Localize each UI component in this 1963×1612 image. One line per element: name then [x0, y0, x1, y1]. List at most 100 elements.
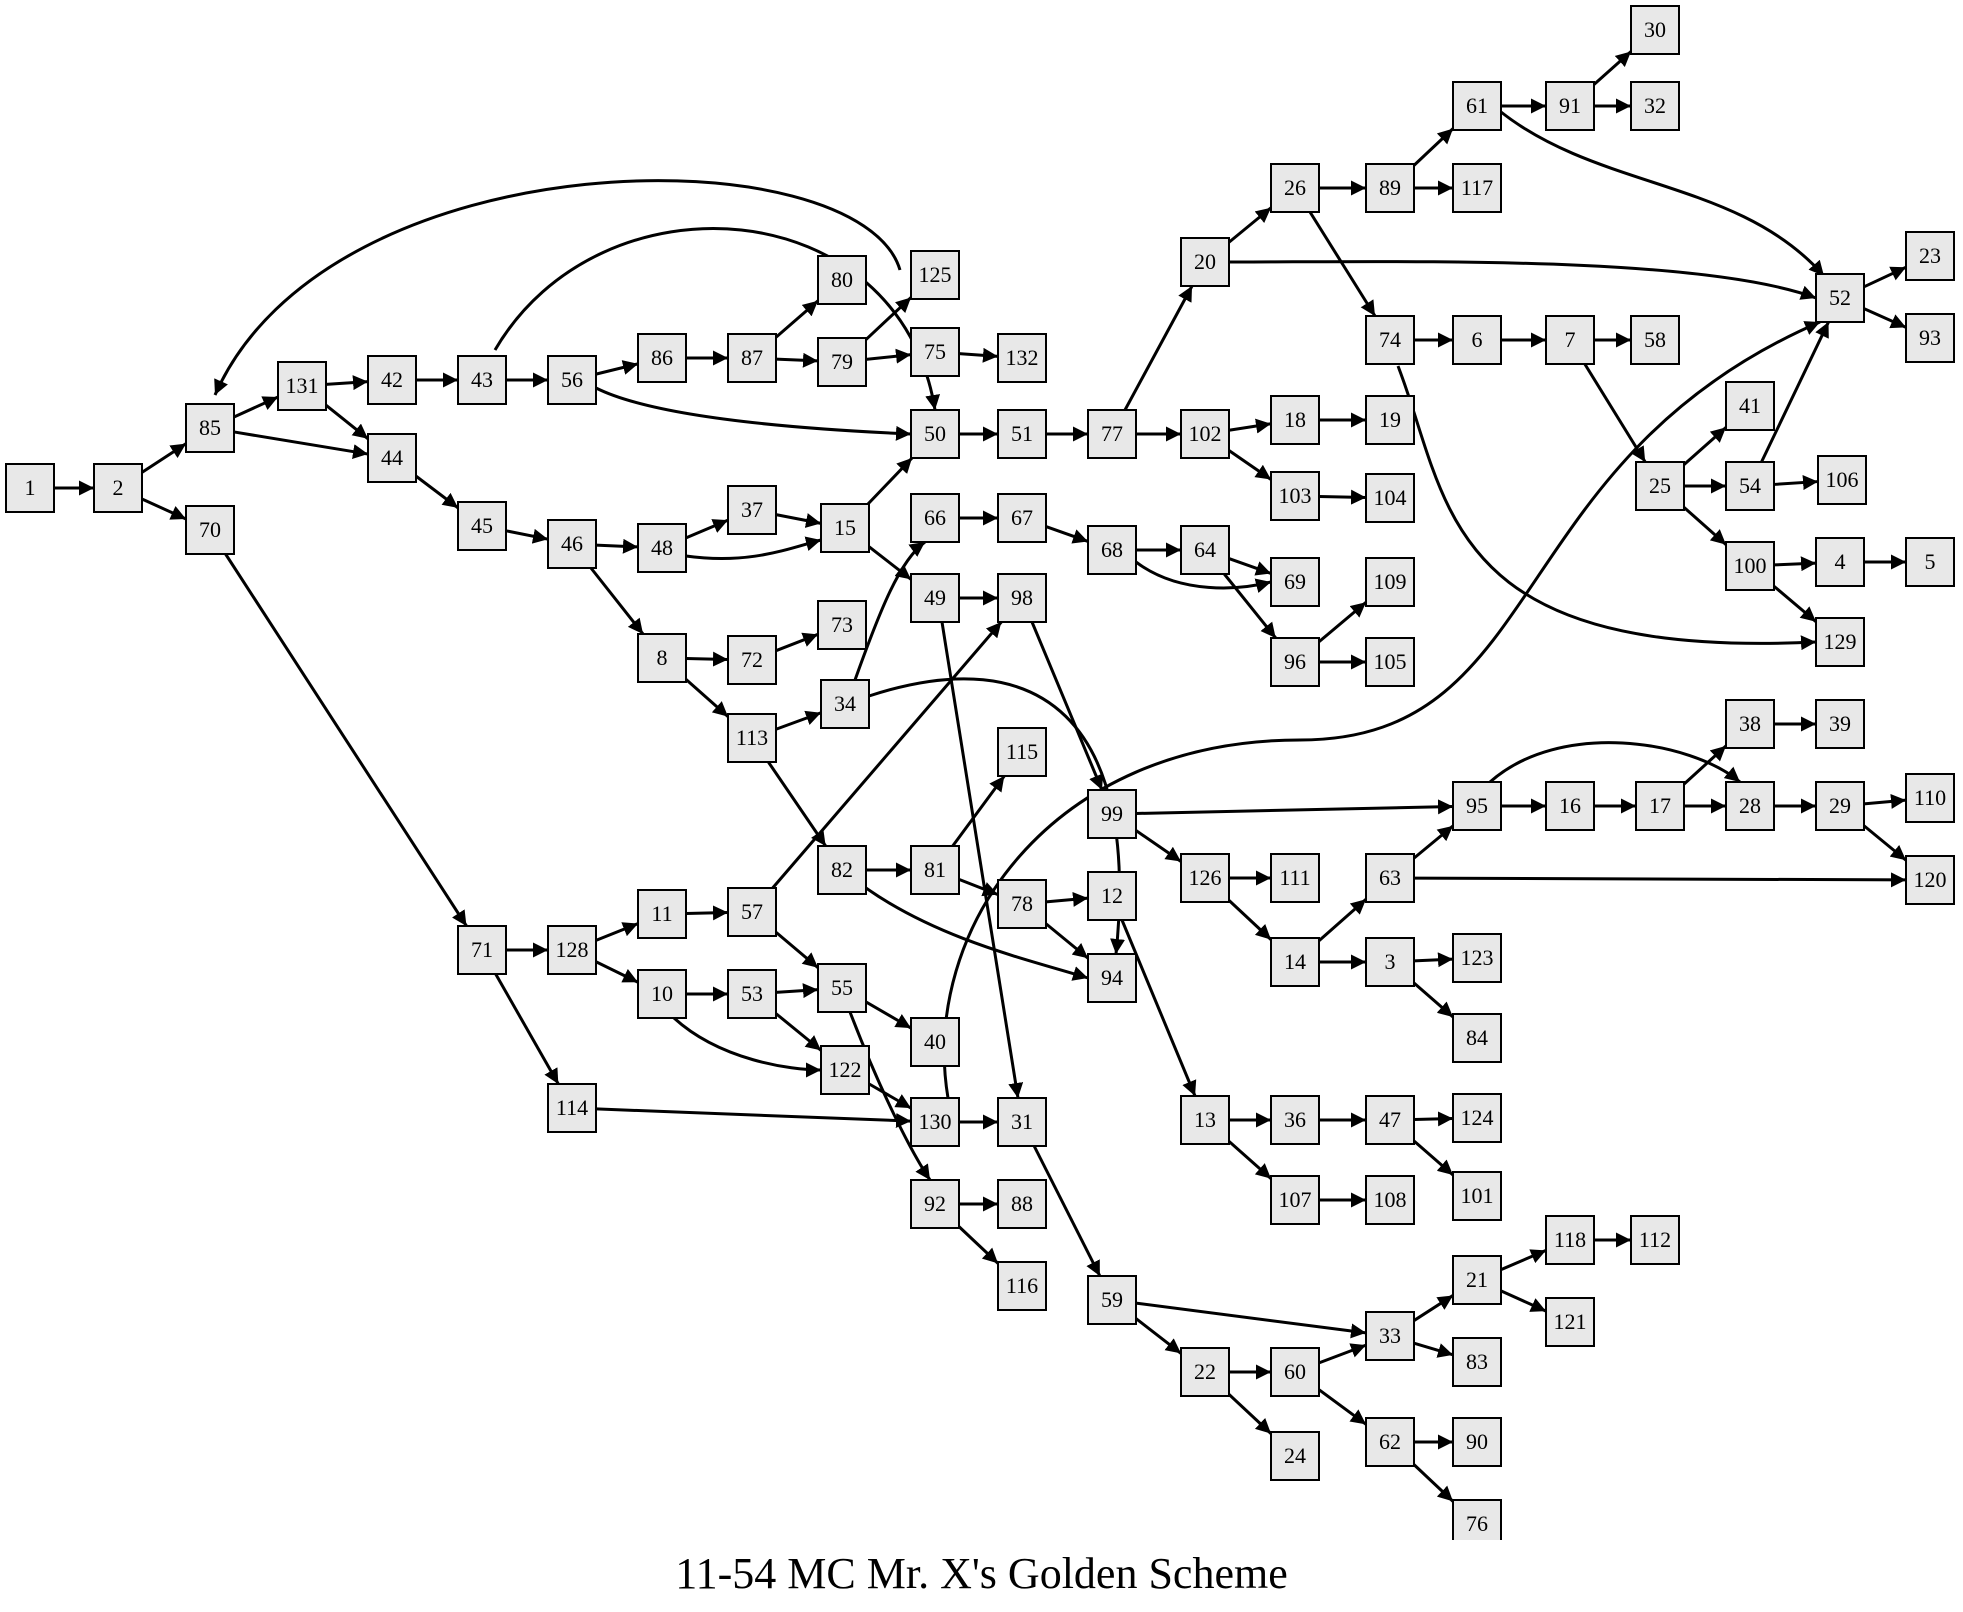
- edge-59-to-22: [1135, 1317, 1182, 1355]
- edge-95-to-28: [1489, 741, 1741, 784]
- edge-44-to-45: [415, 474, 459, 510]
- node-68: 68: [1087, 525, 1137, 575]
- node-53: 53: [727, 969, 777, 1019]
- node-label: 10: [651, 981, 673, 1006]
- node-box: [1365, 853, 1415, 903]
- node-label: 18: [1284, 407, 1306, 432]
- node-37: 37: [727, 485, 777, 535]
- edge-78-to-94: [1045, 922, 1089, 960]
- node-box: [547, 519, 597, 569]
- node-90: 90: [1452, 1417, 1502, 1467]
- node-label: 99: [1101, 801, 1123, 826]
- edge-10-to-122: [672, 1016, 822, 1078]
- node-label: 110: [1914, 785, 1946, 810]
- edge-61-to-52: [1500, 110, 1826, 277]
- node-1: 1: [5, 463, 55, 513]
- node-label: 107: [1279, 1187, 1312, 1212]
- node-2: 2: [93, 463, 143, 513]
- node-label: 128: [556, 937, 589, 962]
- node-box: [910, 409, 960, 459]
- node-box: [997, 1179, 1047, 1229]
- node-103: 103: [1270, 471, 1320, 521]
- node-label: 2: [113, 475, 124, 500]
- node-70: 70: [185, 505, 235, 555]
- node-label: 48: [651, 535, 673, 560]
- node-label: 68: [1101, 537, 1123, 562]
- node-19: 19: [1365, 395, 1415, 445]
- node-label: 37: [741, 497, 763, 522]
- node-128: 128: [547, 925, 597, 975]
- edge-128-to-10: [595, 960, 639, 984]
- edge-46-to-8: [589, 567, 645, 635]
- node-label: 132: [1006, 345, 1039, 370]
- edge-55-to-40: [865, 1000, 912, 1030]
- edge-100-to-4: [1773, 556, 1817, 572]
- node-label: 64: [1194, 537, 1216, 562]
- node-label: 131: [286, 373, 319, 398]
- node-41: 41: [1725, 381, 1775, 431]
- edge-126-to-14: [1227, 899, 1273, 941]
- node-box: [1725, 381, 1775, 431]
- node-label: 61: [1466, 93, 1488, 118]
- node-46: 46: [547, 519, 597, 569]
- edge-54-to-52: [1760, 321, 1830, 463]
- node-box: [1452, 1093, 1502, 1143]
- node-6: 6: [1452, 315, 1502, 365]
- edge-8-to-72: [685, 651, 729, 667]
- node-box: [1725, 781, 1775, 831]
- node-label: 4: [1835, 549, 1846, 574]
- node-box: [1725, 541, 1775, 591]
- edge-20-to-52: [1228, 260, 1817, 300]
- node-57: 57: [727, 887, 777, 937]
- node-label: 117: [1461, 175, 1493, 200]
- edge-63-to-120: [1413, 872, 1907, 888]
- node-63: 63: [1365, 853, 1415, 903]
- node-33: 33: [1365, 1311, 1415, 1361]
- node-label: 28: [1739, 793, 1761, 818]
- node-105: 105: [1365, 637, 1415, 687]
- node-131: 131: [277, 361, 327, 411]
- edge-33-to-83: [1413, 1341, 1454, 1358]
- node-box: [1270, 1095, 1320, 1145]
- node-106: 106: [1817, 455, 1867, 505]
- node-box: [997, 573, 1047, 623]
- edge-102-to-103: [1228, 449, 1272, 481]
- edge-70-to-71: [224, 553, 468, 927]
- node-box: [997, 333, 1047, 383]
- node-box: [1180, 853, 1230, 903]
- node-31: 31: [997, 1097, 1047, 1147]
- node-box: [1545, 315, 1595, 365]
- node-label: 89: [1379, 175, 1401, 200]
- node-label: 83: [1466, 1349, 1488, 1374]
- node-label: 126: [1189, 865, 1222, 890]
- node-label: 59: [1101, 1287, 1123, 1312]
- node-3: 3: [1365, 937, 1415, 987]
- node-label: 60: [1284, 1359, 1306, 1384]
- node-box: [1452, 315, 1502, 365]
- node-box: [1270, 1431, 1320, 1481]
- node-label: 40: [924, 1029, 946, 1054]
- node-label: 63: [1379, 865, 1401, 890]
- node-box: [910, 1097, 960, 1147]
- edge-74-to-129: [1396, 365, 1817, 651]
- node-label: 102: [1189, 421, 1222, 446]
- node-label: 114: [556, 1095, 588, 1120]
- node-label: 55: [831, 975, 853, 1000]
- node-box: [1545, 81, 1595, 131]
- node-box: [547, 355, 597, 405]
- edge-81-to-115: [951, 775, 1006, 847]
- node-12: 12: [1087, 871, 1137, 921]
- node-box: [457, 355, 507, 405]
- node-box: [817, 600, 867, 650]
- node-box: [1725, 699, 1775, 749]
- node-box: [1365, 1175, 1415, 1225]
- node-15: 15: [820, 503, 870, 553]
- node-label: 12: [1101, 883, 1123, 908]
- node-box: [637, 969, 687, 1019]
- node-box: [727, 635, 777, 685]
- node-label: 108: [1374, 1187, 1407, 1212]
- node-11: 11: [637, 889, 687, 939]
- edge-75-to-132: [958, 347, 999, 363]
- node-box: [1452, 1171, 1502, 1221]
- node-label: 122: [829, 1057, 862, 1082]
